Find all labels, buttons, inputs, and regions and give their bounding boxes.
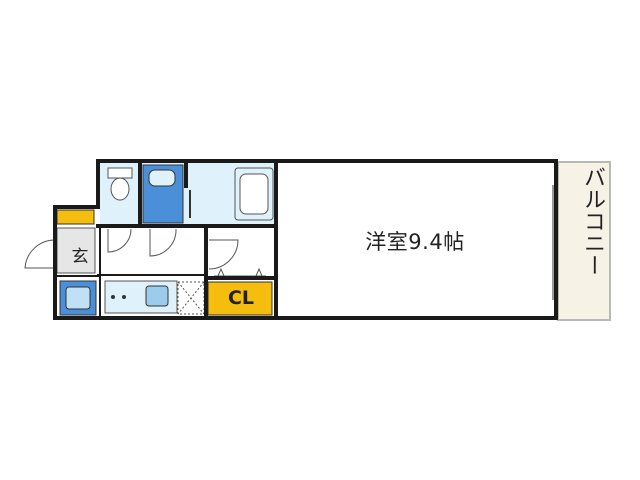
- closet-area: [207, 281, 273, 316]
- entrance-floor: [56, 227, 96, 274]
- interior-doors: [107, 228, 239, 270]
- shoe-cabinet-icon: [56, 209, 95, 225]
- stove-icon: [111, 295, 126, 299]
- washing-machine-icon: [59, 280, 97, 316]
- closet-label: CL: [227, 287, 255, 309]
- entrance-label: 玄: [71, 247, 89, 267]
- washbasin-icon: [142, 164, 184, 224]
- walls: [53, 159, 558, 320]
- toilet-icon: [107, 167, 133, 201]
- closet-doors: [214, 267, 266, 277]
- entrance-door: [24, 239, 56, 269]
- balcony-label: バルコニー: [580, 166, 605, 276]
- sink-icon: [145, 285, 169, 307]
- bathtub-icon: [234, 167, 274, 221]
- western-room-label: 洋室9.4帖: [365, 230, 465, 254]
- refrigerator-space-icon: [177, 281, 205, 315]
